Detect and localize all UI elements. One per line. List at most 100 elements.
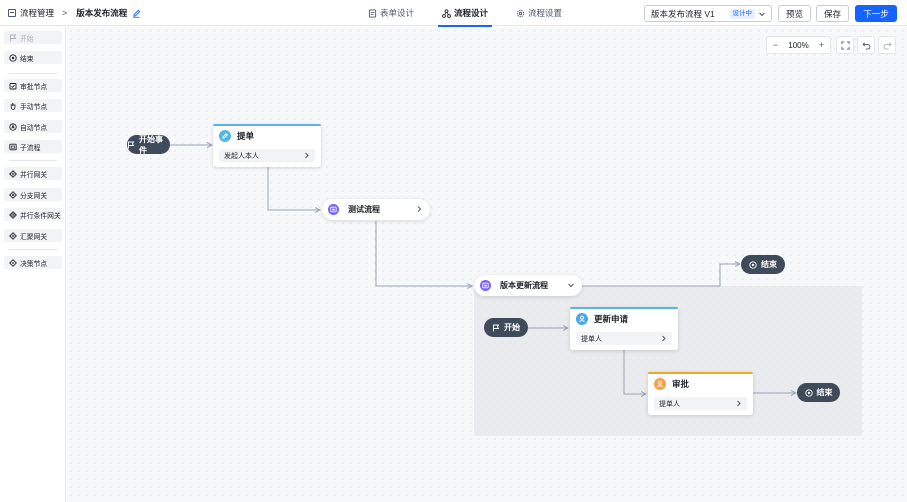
subflow-icon [328, 204, 339, 215]
tab-flow-settings-label: 流程设置 [528, 8, 563, 18]
node-label: 开始 [504, 323, 520, 332]
save-button[interactable]: 保存 [816, 5, 849, 22]
palette-item-label: 开始 [20, 35, 34, 43]
user-icon [654, 378, 666, 390]
flag-icon [9, 34, 17, 42]
card-top-accent [213, 124, 321, 126]
chevron-right-icon [305, 152, 309, 159]
palette-item-label: 并行条件网关 [20, 212, 61, 220]
card-header: 更新申请 [576, 313, 628, 325]
node-label: 开始事件 [139, 134, 163, 155]
version-select-value: 版本发布流程 V1 [651, 8, 715, 19]
auto-icon [9, 122, 17, 131]
gateway-icon [9, 169, 17, 178]
breadcrumb-separator: > [62, 8, 68, 18]
palette-item-end[interactable]: 结束 [4, 51, 62, 64]
palette-item-parallel-gateway[interactable]: 并行网关 [4, 167, 62, 180]
node-submit[interactable]: 提单 发起人本人 [213, 124, 321, 167]
palette-item-manual[interactable]: 手动节点 [4, 99, 62, 112]
node-update-request[interactable]: 更新申请 提单人 [570, 307, 678, 350]
node-end-main[interactable]: 结束 [741, 255, 785, 274]
gateway-icon [9, 231, 17, 240]
chevron-right-icon [737, 400, 741, 407]
stop-circle-icon [749, 260, 757, 269]
next-step-button[interactable]: 下一步 [855, 5, 897, 22]
palette-item-label: 决策节点 [20, 260, 48, 268]
chevron-down-icon [568, 283, 574, 288]
card-assignee-row[interactable]: 提单人 [654, 397, 747, 410]
undo-icon [861, 41, 870, 50]
breadcrumb-current: 版本发布流程 [76, 8, 128, 18]
approval-icon [9, 82, 17, 90]
subflow-icon [9, 143, 17, 151]
card-assignee: 提单人 [581, 335, 602, 343]
zoom-level: 100% [788, 40, 809, 50]
gateway-icon [9, 190, 17, 199]
redo-button[interactable] [878, 36, 896, 54]
fit-view-button[interactable] [836, 36, 854, 54]
palette-item-auto[interactable]: 自动节点 [4, 120, 62, 133]
node-test-flow[interactable]: 测试流程 [322, 199, 430, 220]
palette-divider [9, 160, 57, 161]
card-assignee: 提单人 [659, 400, 680, 408]
node-sub-start[interactable]: 开始 [484, 318, 528, 337]
version-select[interactable]: 版本发布流程 V1 设计中 [644, 5, 772, 22]
fullscreen-icon [840, 40, 850, 50]
card-assignee-row[interactable]: 发起人本人 [219, 149, 315, 162]
chevron-right-icon [417, 206, 422, 212]
palette-item-label: 子流程 [20, 144, 41, 152]
node-sub-end[interactable]: 结束 [797, 383, 840, 402]
flow-icon [442, 8, 451, 18]
flag-icon [492, 324, 500, 332]
zoom-out-button[interactable]: − [772, 39, 779, 50]
top-header: 流程管理 > 版本发布流程 表单设计 流程设计 流程设置 版本发布流程 V1 设… [0, 0, 907, 27]
form-icon [368, 8, 377, 18]
undo-button[interactable] [857, 36, 875, 54]
node-label: 测试流程 [348, 205, 380, 214]
card-top-accent [570, 307, 678, 309]
palette-item-label: 分支网关 [20, 192, 48, 200]
card-assignee-row[interactable]: 提单人 [576, 332, 672, 345]
breadcrumb: 流程管理 > 版本发布流程 [8, 0, 141, 26]
process-manage-icon [8, 9, 16, 17]
palette-item-approval[interactable]: 审批节点 [4, 79, 62, 92]
gear-icon [516, 9, 525, 17]
node-start-event[interactable]: 开始事件 [127, 134, 170, 155]
palette-item-start[interactable]: 开始 [4, 31, 62, 44]
status-badge: 设计中 [729, 9, 755, 19]
node-release-update-flow[interactable]: 版本更新流程 [474, 275, 582, 296]
user-icon [576, 313, 588, 325]
stop-circle-icon [9, 53, 17, 62]
flag-icon [127, 141, 135, 149]
palette-item-subflow[interactable]: 子流程 [4, 140, 62, 153]
palette-item-label: 汇聚网关 [20, 233, 48, 241]
gateway-icon [9, 258, 17, 267]
palette-item-label: 自动节点 [20, 124, 48, 132]
chevron-down-icon [759, 12, 765, 17]
tab-flow-design[interactable]: 流程设计 [434, 0, 496, 27]
node-approve[interactable]: 审批 提单人 [648, 372, 753, 415]
preview-button[interactable]: 预览 [778, 5, 811, 22]
node-label: 结束 [761, 260, 777, 269]
palette-item-parallel-condition-gateway[interactable]: 并行条件网关 [4, 208, 62, 221]
palette-item-branch-gateway[interactable]: 分支网关 [4, 188, 62, 201]
submit-icon [219, 130, 231, 142]
palette-item-merge-gateway[interactable]: 汇聚网关 [4, 229, 62, 242]
stop-circle-icon [804, 388, 813, 397]
card-title: 提单 [237, 131, 255, 141]
breadcrumb-parent[interactable]: 流程管理 [20, 8, 55, 18]
palette-item-label: 并行网关 [20, 171, 48, 179]
card-title: 更新申请 [594, 314, 629, 324]
redo-icon [883, 41, 892, 50]
card-header: 审批 [654, 378, 689, 390]
subflow-icon [480, 280, 491, 291]
edit-icon[interactable] [132, 9, 141, 18]
palette-item-decision[interactable]: 决策节点 [4, 256, 62, 269]
tab-flow-settings[interactable]: 流程设置 [508, 0, 570, 26]
tab-form-design[interactable]: 表单设计 [360, 0, 422, 26]
node-label: 结束 [816, 388, 833, 397]
design-tabs: 表单设计 流程设计 流程设置 [360, 0, 570, 27]
chevron-right-icon [662, 335, 666, 342]
palette-item-label: 手动节点 [20, 103, 48, 111]
zoom-in-button[interactable]: + [818, 39, 825, 50]
